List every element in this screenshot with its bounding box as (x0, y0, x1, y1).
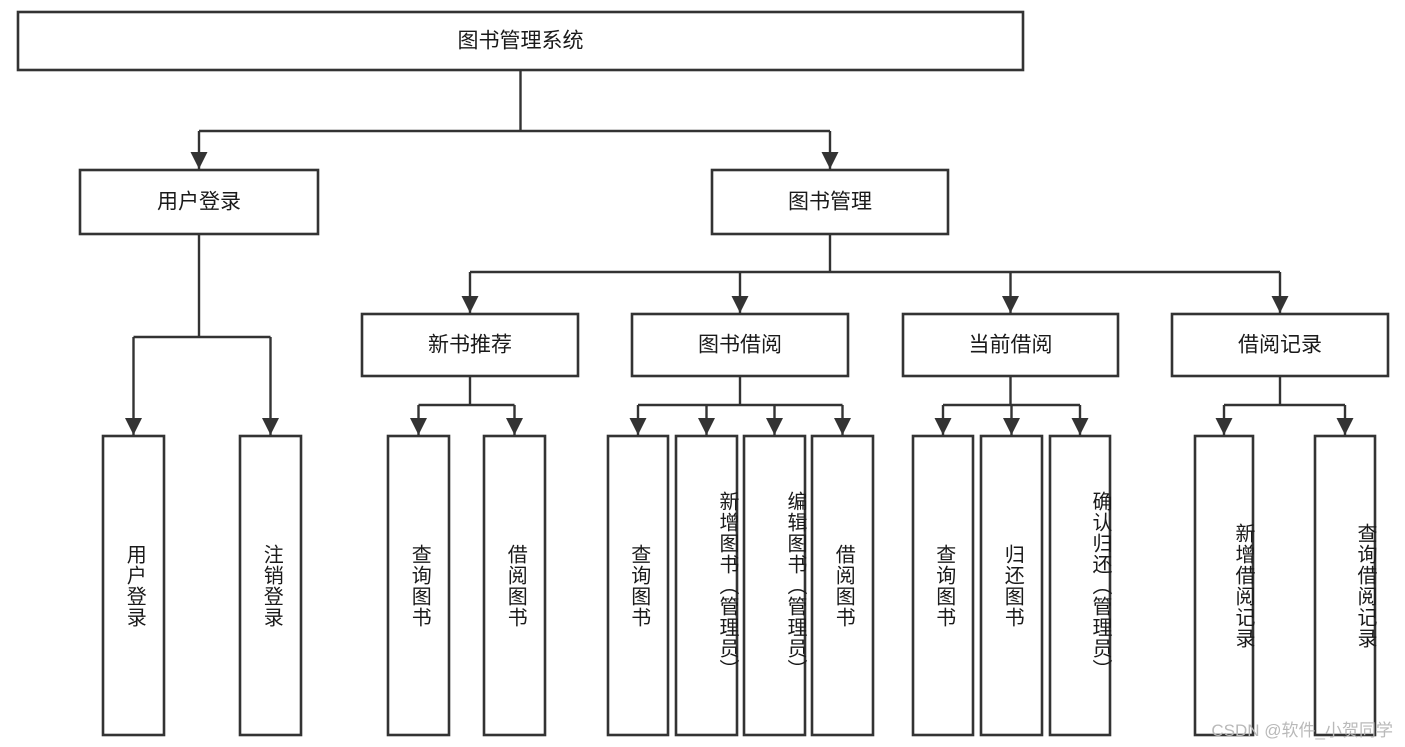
arrow-head-icon (125, 418, 142, 435)
node-borrow-record[interactable] (1170, 312, 1390, 378)
node-leaf-query-book-1[interactable] (386, 434, 451, 737)
arrow-head-icon (190, 152, 208, 169)
node-leaf-user-login[interactable] (101, 434, 166, 737)
arrow-head-icon (461, 296, 479, 313)
node-new-book-recommend[interactable] (360, 312, 580, 378)
node-leaf-query-book-3[interactable] (911, 434, 975, 737)
node-leaf-return-book[interactable] (979, 434, 1044, 737)
node-leaf-confirm-return[interactable] (1048, 434, 1112, 737)
arrow-head-icon (1002, 296, 1019, 313)
arrow-head-icon (1336, 418, 1354, 435)
arrow-head-icon (1071, 418, 1089, 435)
node-leaf-query-book-2[interactable] (606, 434, 670, 737)
arrow-head-icon (821, 152, 839, 169)
node-user-login-label: 用户登录 (157, 191, 241, 214)
node-leaf-borrow-book-2[interactable] (810, 434, 875, 737)
arrow-head-icon (731, 296, 749, 313)
node-book-manage-label: 图书管理 (788, 191, 872, 214)
arrow-head-icon (766, 418, 783, 435)
node-leaf-query-record[interactable] (1313, 434, 1377, 737)
node-leaf-add-record[interactable] (1193, 434, 1255, 737)
node-book-borrow[interactable] (630, 312, 850, 378)
node-user-login[interactable] (78, 168, 320, 236)
connectors-layer (125, 70, 1354, 435)
node-borrow-record-label: 借阅记录 (1238, 334, 1322, 357)
node-current-borrow-label: 当前借阅 (969, 334, 1053, 357)
arrow-head-icon (262, 418, 279, 435)
node-leaf-borrow-book-1[interactable] (482, 434, 547, 737)
node-root[interactable] (16, 10, 1025, 72)
arrow-head-icon (629, 418, 647, 435)
arrow-head-icon (506, 418, 523, 435)
node-current-borrow[interactable] (901, 312, 1120, 378)
arrow-head-icon (1003, 418, 1020, 435)
arrow-head-icon (1271, 296, 1289, 313)
arrow-head-icon (410, 418, 427, 435)
csdn-watermark: CSDN @软件_小贺同学 (1211, 721, 1393, 740)
node-new-book-recommend-label: 新书推荐 (428, 334, 512, 357)
boxes-layer (16, 10, 1390, 737)
node-leaf-edit-book[interactable] (742, 434, 807, 737)
arrow-head-icon (698, 418, 715, 435)
arrow-head-icon (834, 418, 851, 435)
node-book-borrow-label: 图书借阅 (698, 334, 782, 357)
arrow-head-icon (1215, 418, 1233, 435)
arrow-head-icon (934, 418, 952, 435)
node-leaf-logout[interactable] (238, 434, 303, 737)
node-root-label: 图书管理系统 (458, 30, 584, 53)
node-book-manage[interactable] (710, 168, 950, 236)
node-leaf-add-book[interactable] (674, 434, 739, 737)
